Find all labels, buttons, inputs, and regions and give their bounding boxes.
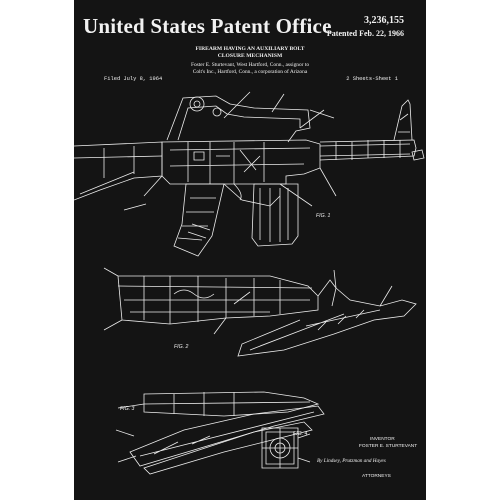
fig3-drawing bbox=[116, 392, 324, 474]
carry-handle bbox=[167, 96, 310, 142]
inventor-line-2: Colt's Inc., Hartford, Conn., a corporat… bbox=[192, 69, 308, 75]
patent-date: Patented Feb. 22, 1966 bbox=[326, 29, 404, 38]
patent-number: 3,236,155 bbox=[364, 15, 404, 26]
attorneys-label: ATTORNEYS bbox=[362, 474, 391, 479]
upper-receiver bbox=[162, 140, 320, 184]
fig1-rifle-drawing bbox=[74, 92, 424, 256]
office-title: United States Patent Office bbox=[83, 14, 332, 38]
invention-title-line-1: FIREARM HAVING AN AUXILIARY BOLT bbox=[195, 46, 305, 52]
inventor-label: INVENTOR bbox=[370, 437, 395, 442]
attorney-signature: By Lindsey, Prutzman and Hayes bbox=[317, 458, 386, 464]
trigger-guard bbox=[224, 184, 280, 206]
invention-title-line-2: CLOSURE MECHANISM bbox=[217, 53, 283, 59]
front-sight bbox=[394, 100, 412, 140]
fig-1-label: FIG. 1 bbox=[316, 213, 331, 219]
filed-date: Filed July 8, 1964 bbox=[104, 76, 163, 82]
fig-2-label: FIG. 2 bbox=[174, 344, 189, 350]
inventor-name: FOSTER E. STURTEVANT bbox=[359, 444, 418, 449]
patent-drawing bbox=[74, 0, 426, 500]
inventor-line-1: Foster E. Sturtevant, West Hartford, Con… bbox=[190, 62, 310, 68]
butt-stock bbox=[74, 142, 162, 200]
sheet-count: 2 Sheets-Sheet 1 bbox=[346, 76, 398, 82]
fig-3-label: FIG. 3 bbox=[120, 406, 135, 412]
magazine bbox=[252, 184, 298, 246]
fig4-drawing bbox=[262, 428, 310, 468]
barrel bbox=[320, 140, 416, 160]
fig2-bolt-carrier-drawing bbox=[104, 268, 416, 356]
patent-poster: United States Patent Office 3,236,155 Pa… bbox=[74, 0, 426, 500]
fig-4-label: FIG. 4 bbox=[293, 431, 308, 437]
pistol-grip bbox=[174, 184, 224, 256]
